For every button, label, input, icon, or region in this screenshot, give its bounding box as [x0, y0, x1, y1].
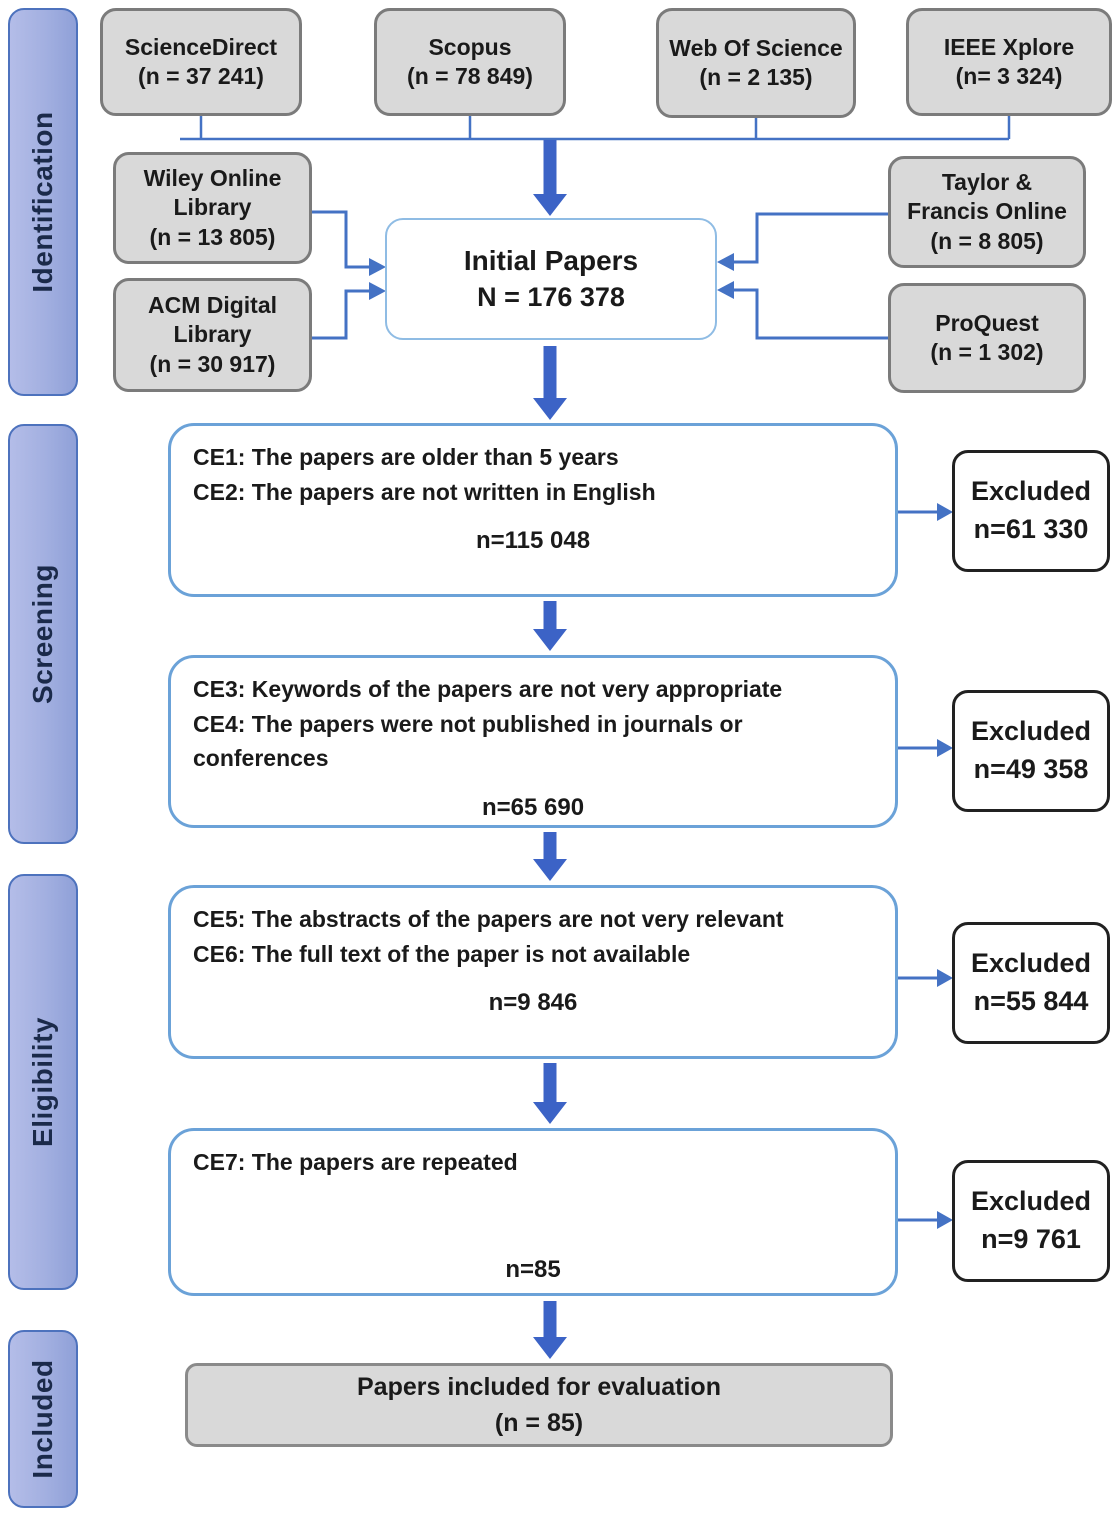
- criterion-line: CE2: The papers are not written in Engli…: [193, 478, 656, 505]
- source-name: Scopus: [428, 33, 512, 60]
- source-count: (n = 30 917): [149, 350, 276, 377]
- criterion-line: CE3: Keywords of the papers are not very…: [193, 676, 783, 702]
- step-count: n=85: [505, 1255, 561, 1283]
- excluded-label: Excluded: [970, 716, 1092, 747]
- source-box-scopus: Scopus (n = 78 849): [374, 8, 566, 116]
- excluded-box-3: Excluded n=55 844: [952, 922, 1110, 1044]
- source-name: ProQuest: [935, 309, 1039, 336]
- stage-band-screening: Screening: [8, 424, 78, 844]
- source-box-taylor-francis: Taylor & Francis Online (n = 8 805): [888, 156, 1086, 268]
- stage-band-included: Included: [8, 1330, 78, 1508]
- excluded-count: n=61 330: [973, 514, 1089, 544]
- excluded-box-1: Excluded n=61 330: [952, 450, 1110, 572]
- eligibility-box-1: CE5: The abstracts of the papers are not…: [168, 885, 898, 1059]
- stage-band-eligibility: Eligibility: [8, 874, 78, 1290]
- source-count: (n = 78 849): [407, 63, 533, 89]
- excluded-label: Excluded: [970, 476, 1092, 507]
- stage-label: Screening: [27, 564, 58, 704]
- excluded-count: n=55 844: [973, 986, 1089, 1016]
- included-count: (n = 85): [494, 1409, 584, 1437]
- stage-label: Identification: [27, 111, 58, 293]
- excluded-label: Excluded: [970, 1186, 1092, 1217]
- source-box-proquest: ProQuest (n = 1 302): [888, 283, 1086, 393]
- criterion-line: CE7: The papers are repeated: [193, 1149, 518, 1175]
- source-count: (n = 37 241): [138, 63, 264, 89]
- right-feed-arrow-icon: [717, 212, 888, 340]
- initial-papers-box: Initial Papers N = 176 378: [385, 218, 717, 340]
- source-name: ScienceDirect: [124, 33, 278, 60]
- screening-box-1: CE1: The papers are older than 5 years C…: [168, 423, 898, 597]
- included-papers-box: Papers included for evaluation (n = 85): [185, 1363, 893, 1447]
- source-box-acm: ACM Digital Library (n = 30 917): [113, 278, 312, 392]
- screening-box-2: CE3: Keywords of the papers are not very…: [168, 655, 898, 828]
- excluded-count: n=49 358: [973, 754, 1089, 784]
- eligibility-box-2: CE7: The papers are repeated n=85: [168, 1128, 898, 1296]
- source-box-ieee-xplore: IEEE Xplore (n= 3 324): [906, 8, 1112, 116]
- source-count: (n= 3 324): [955, 63, 1063, 89]
- source-name: IEEE Xplore: [943, 33, 1075, 60]
- source-count: (n = 1 302): [930, 339, 1044, 365]
- left-feed-arrow-icon: [312, 210, 386, 340]
- source-box-web-of-science: Web Of Science (n = 2 135): [656, 8, 856, 118]
- excluded-arrow-icon: [898, 503, 953, 1229]
- step-count: n=9 846: [488, 989, 578, 1016]
- source-box-sciencedirect: ScienceDirect (n = 37 241): [100, 8, 302, 116]
- source-box-wiley: Wiley Online Library (n = 13 805): [113, 152, 312, 264]
- stage-label: Included: [27, 1359, 58, 1479]
- source-count: (n = 13 805): [149, 223, 276, 250]
- source-name: Wiley Online Library: [143, 164, 282, 221]
- excluded-box-4: Excluded n=9 761: [952, 1160, 1110, 1282]
- step-count: n=65 690: [481, 793, 585, 821]
- criterion-line: CE6: The full text of the paper is not a…: [193, 940, 691, 967]
- source-name: Web Of Science: [669, 34, 843, 61]
- stage-label: Eligibility: [27, 1017, 58, 1147]
- initial-papers-count: N = 176 378: [477, 281, 625, 312]
- excluded-label: Excluded: [970, 948, 1092, 979]
- criterion-line: CE4: The papers were not published in jo…: [193, 710, 743, 772]
- excluded-box-2: Excluded n=49 358: [952, 690, 1110, 812]
- excluded-count: n=9 761: [981, 1224, 1081, 1254]
- source-count: (n = 2 135): [699, 64, 813, 90]
- initial-papers-title: Initial Papers: [463, 245, 639, 277]
- stage-band-identification: Identification: [8, 8, 78, 396]
- source-count: (n = 8 805): [930, 227, 1044, 254]
- criterion-line: CE1: The papers are older than 5 years: [193, 444, 619, 470]
- source-name: Taylor & Francis Online: [907, 168, 1067, 225]
- top-sources-rail: [180, 116, 1011, 141]
- included-title: Papers included for evaluation: [357, 1372, 721, 1401]
- criterion-line: CE5: The abstracts of the papers are not…: [193, 906, 784, 932]
- step-count: n=115 048: [475, 527, 591, 554]
- source-name: ACM Digital Library: [147, 291, 278, 348]
